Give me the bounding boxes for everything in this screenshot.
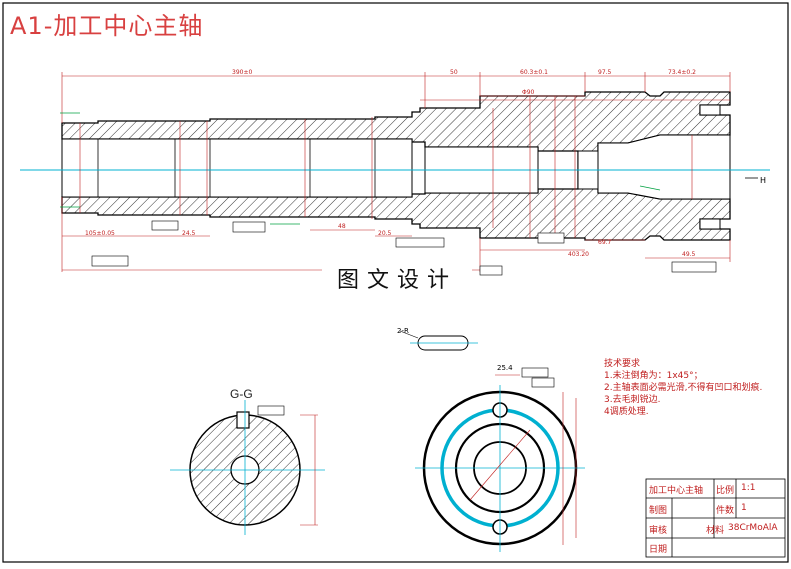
drawing-title: A1-加工中心主轴 [10, 12, 204, 40]
section-label: G-G [230, 387, 253, 401]
tech-heading: 技术要求 [604, 359, 641, 369]
svg-text:Φ90: Φ90 [522, 89, 535, 96]
scale-label: 比例 [716, 486, 735, 496]
title-block-grid [645, 478, 786, 558]
svg-text:73.4±0.2: 73.4±0.2 [668, 69, 696, 76]
qty-label: 件数 [716, 506, 735, 516]
shaft-upper-half [61, 91, 731, 171]
tech-item: 3.去毛刺锐边. [604, 395, 661, 405]
keyway-label: 2-R [397, 327, 409, 335]
date-label: 日期 [649, 545, 668, 555]
flange-end-view [415, 367, 585, 552]
taper-bore [597, 134, 731, 200]
watermark-text: 图文设计 [322, 262, 472, 300]
svg-text:69.7: 69.7 [598, 239, 612, 246]
section-g-g [170, 400, 325, 535]
tech-item: 1.未注倒角为：1x45°； [604, 371, 703, 381]
dim-97-5: 97.5 [598, 69, 612, 76]
tech-item: 4调质处理. [604, 407, 649, 417]
technical-requirements: 技术要求 1.未注倒角为：1x45°； 2.主轴表面必需光滑,不得有凹口和划痕.… [604, 358, 762, 418]
checked-label: 审核 [649, 526, 668, 536]
scale-value: 1:1 [741, 483, 756, 493]
svg-text:403.20: 403.20 [568, 251, 589, 258]
svg-text:20.5: 20.5 [378, 230, 392, 237]
svg-text:24.5: 24.5 [182, 230, 196, 237]
shaft-lower-half [61, 169, 731, 241]
svg-text:H: H [760, 176, 766, 185]
dim-25-4: 25.4 [497, 364, 513, 372]
material-value: 38CrMoAlA [728, 523, 778, 533]
shaft-bore [61, 138, 413, 198]
svg-text:105±0.05: 105±0.05 [85, 230, 115, 237]
qty-value: 1 [741, 503, 747, 513]
svg-text:49.5: 49.5 [682, 251, 696, 258]
svg-text:60.3±0.1: 60.3±0.1 [520, 69, 548, 76]
svg-text:48: 48 [338, 223, 346, 230]
part-name: 加工中心主轴 [649, 486, 704, 496]
drawn-label: 制图 [649, 506, 668, 516]
spindle-section-view: H [20, 69, 770, 276]
tech-item: 2.主轴表面必需光滑,不得有凹口和划痕. [604, 383, 763, 393]
material-label: 材料 [706, 526, 725, 536]
svg-text:390±0: 390±0 [232, 69, 252, 76]
dim-50: 50 [450, 69, 458, 76]
keyway-detail [399, 330, 478, 351]
title-block: 加工中心主轴 比例 1:1 制图 件数 1 审核 材料 38CrMoAlA 日期 [646, 479, 785, 557]
